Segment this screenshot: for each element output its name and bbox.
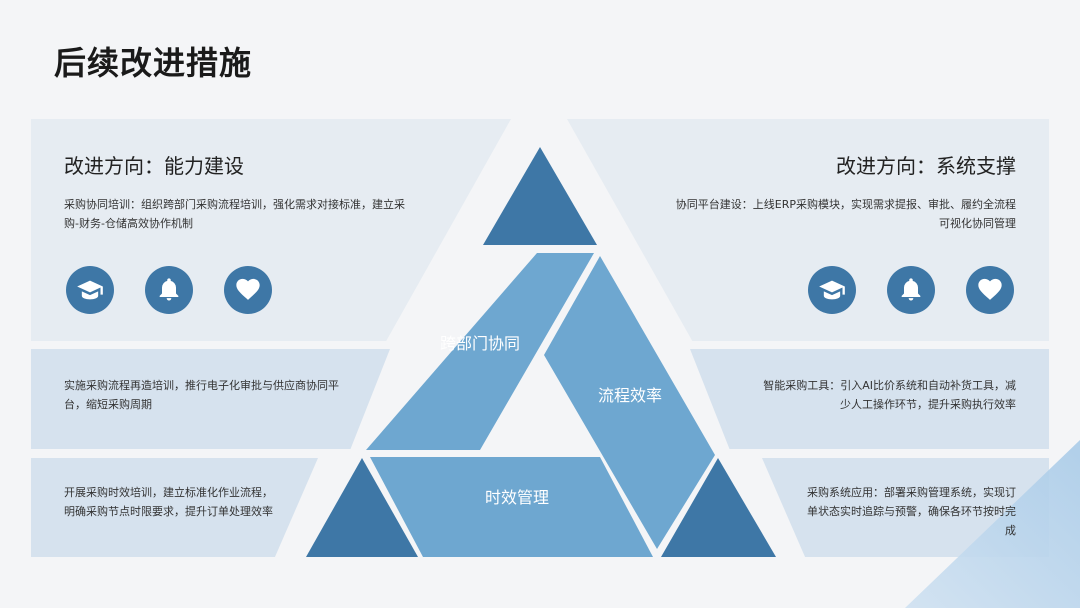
corner-decoration: [905, 440, 1080, 608]
pyramid-right-segment: [544, 256, 715, 549]
pyramid-bottom-right-triangle: [661, 458, 776, 557]
left-bottom-panel: [31, 458, 318, 557]
right-heading: 改进方向：系统支撑: [836, 154, 1016, 178]
left-bottom-desc: 开展采购时效培训，建立标准化作业流程，明确采购节点时限要求，提升订单处理效率: [64, 486, 273, 518]
right-bottom-desc: 采购系统应用：部署采购管理系统，实现订单状态实时追踪与预警，确保各环节按时完成: [807, 486, 1016, 537]
pyramid-label-cross-department: 跨部门协同: [440, 334, 521, 353]
pyramid-label-process-efficiency: 流程效率: [597, 386, 662, 405]
heart-icon: [224, 266, 272, 314]
graduation-cap-icon: [66, 266, 114, 314]
bell-icon: [887, 266, 935, 314]
right-middle-desc: 智能采购工具：引入AI比价系统和自动补货工具，减少人工操作环节，提升采购执行效率: [763, 379, 1016, 411]
left-middle-desc: 实施采购流程再造培训，推行电子化审批与供应商协同平台，缩短采购周期: [64, 379, 339, 411]
right-middle-panel: [690, 349, 1049, 449]
pyramid-left-segment: [366, 253, 594, 450]
bell-icon: [145, 266, 193, 314]
left-heading: 改进方向：能力建设: [64, 154, 244, 178]
left-middle-panel: [31, 349, 390, 449]
pyramid-bottom-segment: [370, 457, 653, 557]
graduation-cap-icon: [808, 266, 856, 314]
right-top-desc: 协同平台建设：上线ERP采购模块，实现需求提报、审批、履约全流程可视化协同管理: [675, 198, 1016, 230]
pyramid-bottom-left-triangle: [306, 458, 418, 557]
left-top-desc: 采购协同培训：组织跨部门采购流程培训，强化需求对接标准，建立采购-财务-仓储高效…: [64, 198, 405, 230]
heart-icon: [966, 266, 1014, 314]
page-title: 后续改进措施: [54, 44, 253, 82]
pyramid-label-time-management: 时效管理: [484, 488, 549, 507]
pyramid-top-triangle: [483, 147, 597, 245]
